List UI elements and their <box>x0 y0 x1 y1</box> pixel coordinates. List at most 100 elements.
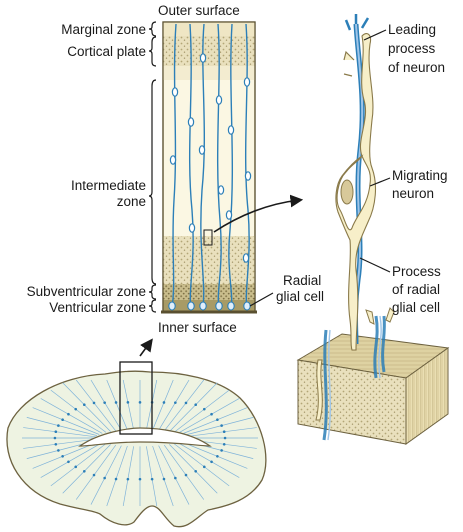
magnification-box <box>203 229 213 246</box>
brain-fiber-cell <box>57 424 60 427</box>
leading-process-label-line1: Leading <box>388 22 436 37</box>
brain-fiber-cell <box>114 401 118 404</box>
brain-fiber-cell <box>222 442 226 446</box>
lower-intermediate-band <box>163 236 255 284</box>
magnify-arrow <box>213 194 304 233</box>
radial-glial-cell-label-line2: glial cell <box>276 289 324 304</box>
tissue-block <box>296 307 450 445</box>
migrating-neuron[interactable] <box>335 33 377 351</box>
brain-fiber-cell <box>223 436 227 440</box>
brain-fiber-cell <box>162 401 166 404</box>
process-radial-glial-pointer <box>359 257 391 273</box>
brain-fiber-cell <box>210 412 213 416</box>
brain-fiber <box>23 427 96 438</box>
radial-glial-cell-label-line1: Radial <box>283 273 321 288</box>
brain-fiber <box>173 389 230 433</box>
brain-fiber-cell <box>126 401 130 404</box>
brain-fiber <box>184 427 257 438</box>
brain-fiber-cell <box>61 418 64 422</box>
leading-process-label-line3: of neuron <box>388 60 445 75</box>
cortical-column <box>161 21 257 314</box>
brain-fiber <box>50 389 107 433</box>
migrating-neuron-label-line2: neuron <box>392 186 434 201</box>
brain-fiber <box>177 398 240 434</box>
intermediate-zone-label-line1: Intermediate <box>71 178 146 193</box>
cortical-plate-label: Cortical plate <box>67 44 146 59</box>
brain-fiber <box>180 441 248 469</box>
column-neurons <box>169 53 252 263</box>
inner-surface-label: Inner surface <box>158 320 237 335</box>
section-sample-box <box>119 361 153 435</box>
cortical-plate-band <box>163 36 255 66</box>
brain-fiber-cell <box>67 412 70 416</box>
leading-process-pointer <box>363 29 387 41</box>
ventricular-zone-band <box>163 300 255 312</box>
brain-fiber <box>163 379 205 432</box>
brain-fiber-cell <box>54 442 58 446</box>
brain-fiber <box>182 417 254 436</box>
outer-surface-label: Outer surface <box>158 3 240 18</box>
brain-fiber-cell <box>194 403 198 407</box>
brain-fiber <box>169 382 218 432</box>
brain-fiber <box>90 445 122 505</box>
brain-fiber <box>122 379 134 430</box>
brain-fiber-cell <box>202 465 206 469</box>
brain-fiber-cell <box>138 401 142 404</box>
brain-fiber-cell <box>103 476 106 480</box>
brain-fiber <box>180 407 248 435</box>
ventricular-zone-label: Ventricular zone <box>49 300 146 315</box>
block-neuron-processes <box>315 307 395 421</box>
brain-fiber-cell <box>54 430 58 434</box>
brain-fiber <box>62 444 111 494</box>
brain-radial-fibers <box>22 379 258 507</box>
brain-fiber <box>169 444 218 494</box>
brain-fiber-cell <box>103 401 106 404</box>
brain-fiber-cell <box>174 401 177 404</box>
brain-fiber-cell <box>216 454 219 458</box>
brain-fiber <box>50 443 107 487</box>
brain-fiber-cell <box>138 477 142 481</box>
radial-glial-cell-bodies <box>168 301 251 311</box>
radial-glial-fibers <box>171 23 250 309</box>
brain-fiber-cell <box>82 469 86 473</box>
brain-fiber <box>158 379 190 431</box>
brain-fiber <box>40 398 103 434</box>
intermediate-zone-label-line2: zone <box>117 194 146 209</box>
brain-fiber-cell <box>210 460 213 464</box>
brain-fiber-cell <box>57 449 60 452</box>
brain-fiber <box>62 382 111 432</box>
brain-fiber <box>32 407 100 435</box>
brain-fiber-cell <box>74 465 78 469</box>
brain-fiber <box>158 445 190 505</box>
brain-fiber-cell <box>92 401 96 405</box>
radial-glial-cell-pointer <box>249 292 274 307</box>
process-radial-glial-label-line1: Process <box>392 264 441 279</box>
brain-fiber-cell <box>92 473 96 477</box>
brain-fiber <box>106 445 128 507</box>
brain-fiber <box>163 444 205 500</box>
process-radial-glial-label-line3: glial cell <box>392 300 440 315</box>
brain-fiber-cell <box>216 418 219 422</box>
leading-process-label-line2: process <box>388 41 436 56</box>
brain-fiber-cell <box>126 477 130 481</box>
brain-fiber-cell <box>222 430 226 434</box>
zone-braces <box>148 21 157 313</box>
brain-fiber-cell <box>184 401 188 405</box>
brain-cross-section <box>6 361 267 528</box>
migrating-neuron-label-line1: Migrating <box>392 168 448 183</box>
brain-fiber-cell <box>174 476 177 480</box>
brain-fiber-cell <box>67 460 70 464</box>
brain-fiber <box>152 445 174 507</box>
process-radial-glial-label-line2: of radial <box>392 282 440 297</box>
brain-fiber-cell <box>220 424 223 427</box>
section-to-column-arrow <box>139 338 153 357</box>
brain-fiber-cell <box>162 477 166 481</box>
brain-fiber <box>152 379 174 431</box>
brain-fiber-cell <box>61 454 64 458</box>
brain-fiber <box>75 444 117 500</box>
brain-fiber-cell <box>202 407 206 411</box>
brain-fiber <box>177 442 240 478</box>
brain-fiber <box>23 438 96 449</box>
brain-fiber <box>106 379 128 431</box>
brain-fiber-cell <box>220 449 223 452</box>
